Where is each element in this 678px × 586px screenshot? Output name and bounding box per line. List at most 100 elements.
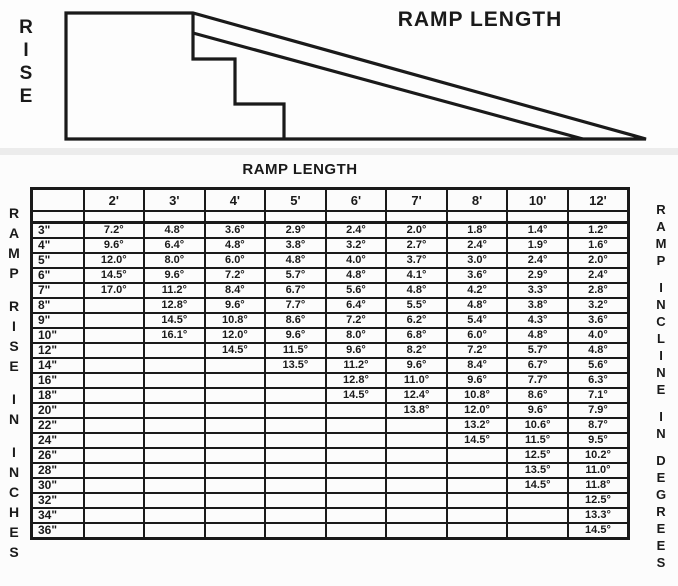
spacer-cell bbox=[385, 210, 448, 224]
column-header: 6' bbox=[324, 187, 388, 212]
table-cell bbox=[445, 492, 509, 509]
vertical-letter: E bbox=[9, 524, 19, 540]
vertical-letter: L bbox=[657, 331, 665, 346]
row-label: 7" bbox=[30, 282, 85, 299]
row-label: 14" bbox=[30, 357, 85, 374]
table-cell: 14.5° bbox=[506, 477, 569, 494]
table-cell: 9.6° bbox=[506, 402, 569, 419]
spacer-cell bbox=[445, 210, 509, 224]
table-row: 5"12.0°8.0°6.0°4.8°4.0°3.7°3.0°2.4°2.0° bbox=[30, 252, 630, 269]
table-row: 18"14.5°12.4°10.8°8.6°7.1° bbox=[30, 387, 630, 404]
row-label: 36" bbox=[30, 522, 85, 540]
table-cell: 3.6° bbox=[203, 221, 267, 239]
table-cell bbox=[143, 342, 206, 359]
table-cell bbox=[143, 462, 206, 479]
vertical-letter: M bbox=[655, 236, 667, 251]
table-cell: 13.5° bbox=[506, 462, 569, 479]
table-cell: 11.0° bbox=[566, 462, 630, 479]
table-cell: 4.8° bbox=[445, 297, 509, 314]
corner-cell bbox=[30, 187, 85, 212]
table-cell bbox=[203, 357, 267, 374]
table-cell: 14.5° bbox=[445, 432, 509, 449]
table-cell: 5.6° bbox=[324, 282, 388, 299]
vertical-letter: N bbox=[8, 464, 20, 480]
row-label: 6" bbox=[30, 267, 85, 284]
table-cell bbox=[143, 477, 206, 494]
vertical-letter: N bbox=[656, 426, 666, 441]
table-cell bbox=[264, 447, 327, 464]
table-cell: 9.6° bbox=[143, 267, 206, 284]
vertical-letter: C bbox=[656, 314, 666, 329]
table-row: 26"12.5°10.2° bbox=[30, 447, 630, 464]
table-cell bbox=[82, 507, 146, 524]
table-cell: 5.4° bbox=[445, 312, 509, 329]
table-cell bbox=[264, 507, 327, 524]
table-cell bbox=[82, 522, 146, 540]
vertical-letter: A bbox=[656, 219, 666, 234]
table-cell: 9.6° bbox=[445, 372, 509, 389]
table-cell bbox=[445, 477, 509, 494]
row-label: 3" bbox=[30, 221, 85, 239]
table-cell bbox=[82, 477, 146, 494]
table-cell: 3.6° bbox=[566, 312, 630, 329]
table-row: 20"13.8°12.0°9.6°7.9° bbox=[30, 402, 630, 419]
table-cell bbox=[264, 477, 327, 494]
vertical-letter: R bbox=[656, 202, 666, 217]
table-cell: 6.7° bbox=[506, 357, 569, 374]
table-cell bbox=[264, 387, 327, 404]
table-cell: 13.5° bbox=[264, 357, 327, 374]
column-header: 7' bbox=[385, 187, 448, 212]
table-cell: 9.6° bbox=[82, 237, 146, 254]
spacer-cell bbox=[143, 210, 206, 224]
row-label: 34" bbox=[30, 507, 85, 524]
table-cell: 10.8° bbox=[445, 387, 509, 404]
table-cell bbox=[264, 372, 327, 389]
table-cell bbox=[203, 387, 267, 404]
vertical-letter: I bbox=[12, 391, 16, 407]
row-label: 10" bbox=[30, 327, 85, 344]
table-cell: 2.4° bbox=[566, 267, 630, 284]
table-cell: 2.9° bbox=[264, 221, 327, 239]
table-cell: 13.2° bbox=[445, 417, 509, 434]
table-row: 8"12.8°9.6°7.7°6.4°5.5°4.8°3.8°3.2° bbox=[30, 297, 630, 314]
table-row: 6"14.5°9.6°7.2°5.7°4.8°4.1°3.6°2.9°2.4° bbox=[30, 267, 630, 284]
column-header: 4' bbox=[203, 187, 267, 212]
vertical-letter: I bbox=[659, 409, 663, 424]
vertical-letter: N bbox=[656, 297, 666, 312]
row-label: 8" bbox=[30, 297, 85, 314]
table-cell: 7.7° bbox=[264, 297, 327, 314]
vertical-letter: E bbox=[656, 538, 666, 553]
table-cell bbox=[385, 522, 448, 540]
ramp-length-diagram-label: RAMP LENGTH bbox=[397, 8, 563, 31]
table-cell: 4.8° bbox=[385, 282, 448, 299]
row-label: 32" bbox=[30, 492, 85, 509]
table-row: 14"13.5°11.2°9.6°8.4°6.7°5.6° bbox=[30, 357, 630, 374]
table-cell bbox=[143, 522, 206, 540]
table-cell: 11.5° bbox=[264, 342, 327, 359]
table-row: 10"16.1°12.0°9.6°8.0°6.8°6.0°4.8°4.0° bbox=[30, 327, 630, 344]
table-cell bbox=[385, 507, 448, 524]
table-cell: 8.7° bbox=[566, 417, 630, 434]
table-cell bbox=[264, 522, 327, 540]
vertical-letter: R bbox=[8, 205, 20, 221]
table-cell bbox=[143, 447, 206, 464]
row-label: 28" bbox=[30, 462, 85, 479]
vertical-letter: A bbox=[8, 225, 20, 241]
table-cell: 8.6° bbox=[506, 387, 569, 404]
vertical-letter: I bbox=[12, 318, 16, 334]
spacer-cell bbox=[324, 210, 388, 224]
table-row: 12"14.5°11.5°9.6°8.2°7.2°5.7°4.8° bbox=[30, 342, 630, 359]
table-cell bbox=[385, 432, 448, 449]
ramp-profile-drawing bbox=[64, 11, 647, 141]
table-row: 36"14.5° bbox=[30, 522, 630, 540]
table-cell: 13.3° bbox=[566, 507, 630, 524]
table-row: 22"13.2°10.6°8.7° bbox=[30, 417, 630, 434]
table-cell: 5.7° bbox=[506, 342, 569, 359]
